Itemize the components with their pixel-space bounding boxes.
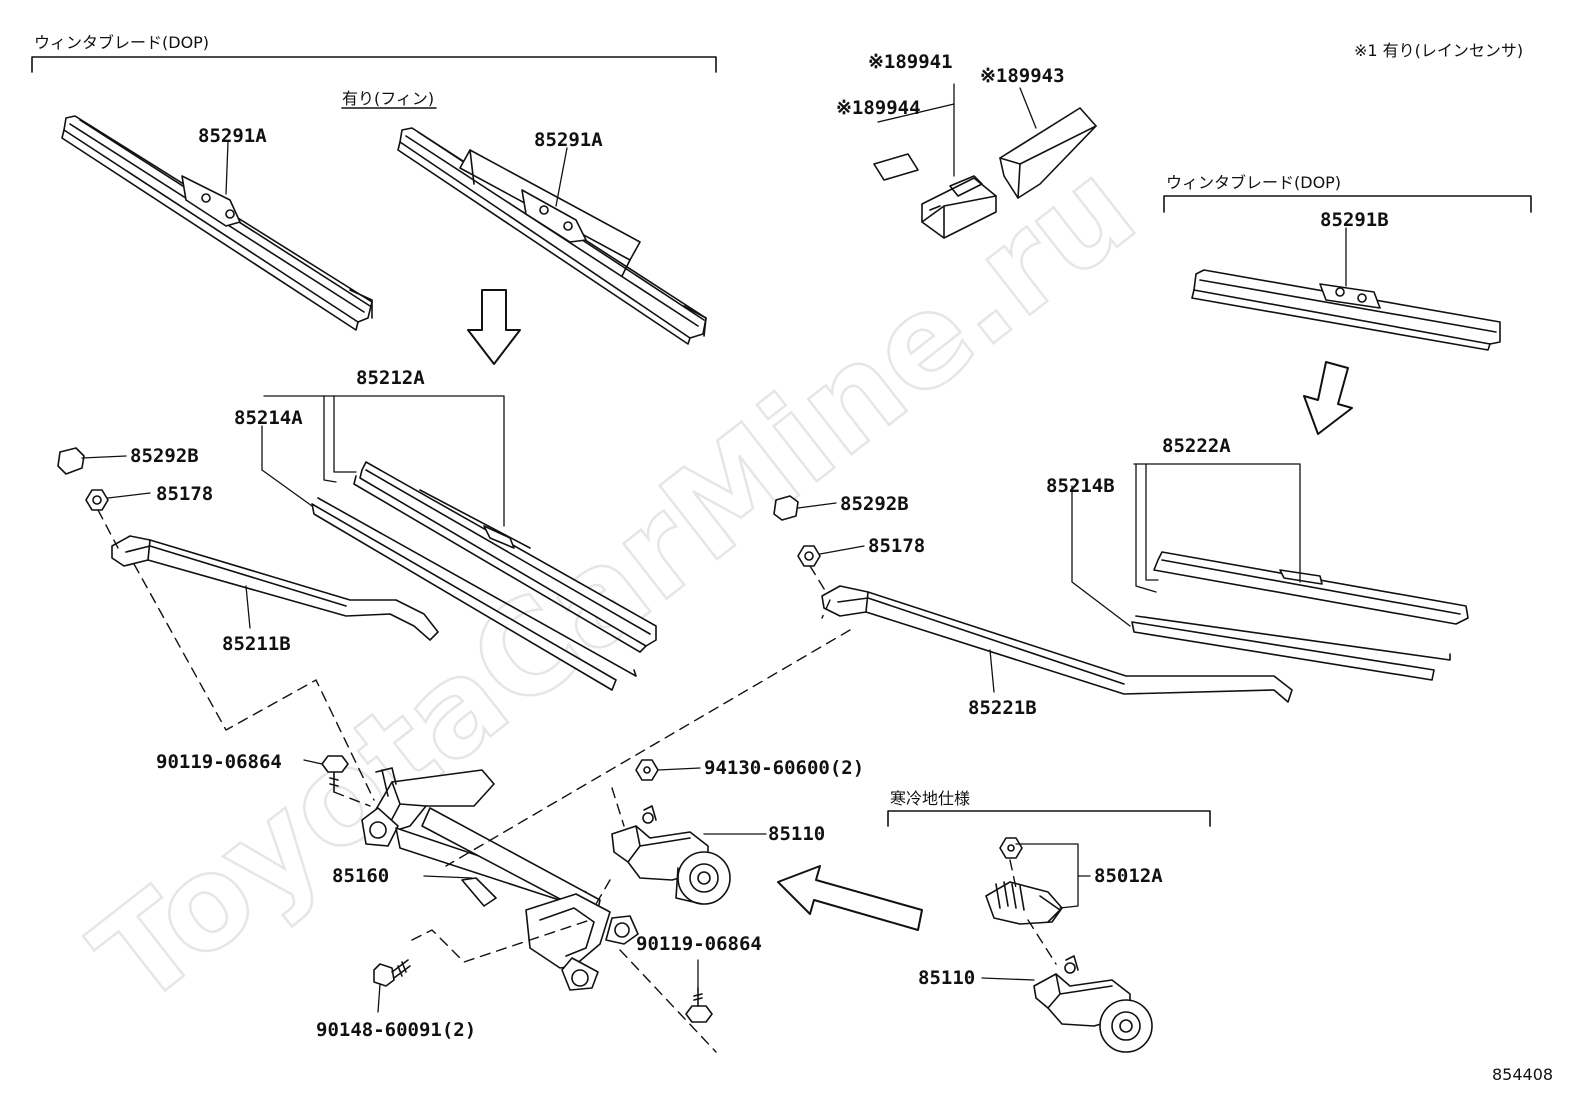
part-85214a: 85214A xyxy=(234,407,303,429)
part-85222a: 85222A xyxy=(1162,435,1231,457)
label-rain-sensor-note: ※1 有り(レインセンサ) xyxy=(1354,41,1523,60)
part-85292b-right: 85292B xyxy=(840,493,909,515)
wiper-blade-85212a xyxy=(353,461,657,653)
part-89941: ※189941 xyxy=(868,51,953,73)
arm-cap-85292b-left xyxy=(57,447,85,475)
part-85212a: 85212A xyxy=(356,367,425,389)
part-90119-06864-upper: 90119-06864 xyxy=(156,751,282,773)
bracket-cold-region xyxy=(887,810,1211,827)
wiper-rubber-85214a xyxy=(311,497,637,691)
part-85221b: 85221B xyxy=(968,697,1037,719)
arrow-down-left xyxy=(467,289,521,365)
arm-cap-85292b-right xyxy=(773,495,799,521)
wiper-arm-85221b xyxy=(821,585,1293,703)
leader-lines xyxy=(81,83,1347,1013)
wiper-blade-85222a xyxy=(1153,551,1469,625)
part-85178-left: 85178 xyxy=(156,483,213,505)
arrow-cold-region-to-motor xyxy=(777,865,923,931)
label-cold-region: 寒冷地仕様 xyxy=(890,789,970,808)
bracket-winter-blade-left xyxy=(31,56,717,73)
part-85012a: 85012A xyxy=(1094,865,1163,887)
dashed-alignment-lines xyxy=(97,509,1057,1053)
wiper-motor-85110-cold xyxy=(1033,955,1153,1053)
part-89944: ※189944 xyxy=(836,97,921,119)
wiper-heater-85012a xyxy=(985,881,1063,925)
part-85178-right: 85178 xyxy=(868,535,925,557)
part-85291a-left: 85291A xyxy=(198,125,267,147)
part-90148-60091: 90148-60091(2) xyxy=(316,1019,476,1041)
part-85292b-left: 85292B xyxy=(130,445,199,467)
nut-94130-60600 xyxy=(635,759,659,781)
rain-sensor-cover-89943 xyxy=(999,107,1097,199)
part-85160: 85160 xyxy=(332,865,389,887)
bracket-winter-blade-right xyxy=(1163,195,1532,213)
rain-sensor-pad-89944 xyxy=(873,153,919,181)
bolt-90119-06864-upper xyxy=(321,755,349,793)
part-90119-06864-lower: 90119-06864 xyxy=(636,933,762,955)
bolt-90148-60091 xyxy=(373,959,411,987)
diagram-id: 854408 xyxy=(1492,1065,1553,1084)
bolt-90119-06864-lower xyxy=(685,987,713,1023)
wiper-rubber-85214b xyxy=(1131,615,1451,681)
label-winter-blade-right: ウィンタブレード(DOP) xyxy=(1166,173,1341,192)
part-85214b: 85214B xyxy=(1046,475,1115,497)
part-85211b: 85211B xyxy=(222,633,291,655)
part-85110-cold: 85110 xyxy=(918,967,975,989)
rain-sensor-89941 xyxy=(921,175,997,239)
arm-nut-85178-left xyxy=(85,489,109,511)
wiper-link-85160 xyxy=(361,767,639,991)
label-winter-blade-left: ウィンタブレード(DOP) xyxy=(34,33,209,52)
part-85291b: 85291B xyxy=(1320,209,1389,231)
wiper-motor-85110-main xyxy=(611,805,731,905)
part-85110-main: 85110 xyxy=(768,823,825,845)
arm-nut-85178-right xyxy=(797,545,821,567)
part-85291a-fin: 85291A xyxy=(534,129,603,151)
part-89943: ※189943 xyxy=(980,65,1065,87)
arrow-down-right xyxy=(1303,361,1353,435)
winter-blade-85291a-fin xyxy=(397,127,707,345)
heater-nut-85012a xyxy=(999,837,1023,859)
wiper-arm-85211b xyxy=(111,535,439,641)
label-with-fin: 有り(フィン) xyxy=(342,89,434,108)
part-94130-60600: 94130-60600(2) xyxy=(704,757,864,779)
winter-blade-85291a-left xyxy=(61,115,373,331)
winter-blade-85291b-right xyxy=(1191,269,1501,351)
